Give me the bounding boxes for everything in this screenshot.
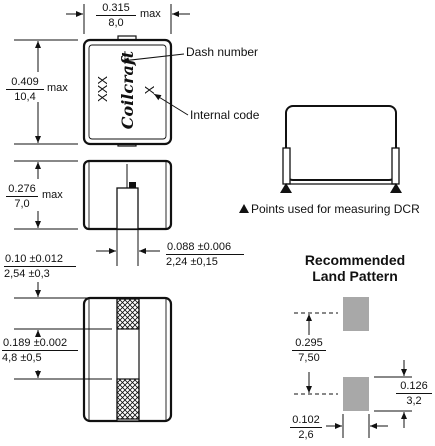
pad-height-mm: 3,2: [406, 395, 422, 407]
side-view: [82, 159, 173, 231]
depth-dim-qualifier: max: [42, 189, 63, 201]
land-pattern-title-line1: Recommended: [304, 252, 406, 268]
terminal-pad-top-hatched: [116, 298, 140, 330]
land-pattern-title-line2: Land Pattern: [312, 268, 398, 284]
terminal-dim-label: 0.10 ±0.012 2,54 ±0,3: [4, 253, 76, 280]
terminal-dim-mm: 2,54 ±0,3: [4, 268, 50, 280]
window-dim-inch: 0.189 ±0.002: [2, 337, 78, 351]
pad-height-label: 0.126 3,2: [396, 380, 432, 407]
land-pad-bottom: [343, 377, 369, 411]
depth-dim-inch: 0.276: [6, 183, 38, 197]
gap-dimension: [96, 229, 160, 266]
height-dim-label: 0.409 10,4: [6, 76, 44, 103]
pad-width-inch: 0.102: [290, 414, 322, 428]
width-dim-mm: 8,0: [108, 17, 124, 29]
dcr-point-left: [280, 183, 292, 193]
pad-width-mm: 2,6: [298, 429, 314, 441]
dash-number-callout: Dash number: [186, 45, 259, 59]
land-pattern: [343, 297, 369, 411]
land-span-inch: 0.295: [292, 337, 326, 351]
height-dim-qualifier: max: [47, 82, 68, 94]
height-dim-mm: 10,4: [14, 91, 36, 103]
pad-width-label: 0.102 2,6: [290, 414, 322, 441]
window-dimension: [14, 328, 112, 380]
bottom-view: [82, 296, 173, 423]
width-dim-label: 0.315 8,0: [96, 2, 136, 29]
dcr-legend-triangle: [239, 204, 249, 213]
top-view: [82, 35, 173, 147]
component-body-iso: [285, 105, 397, 181]
component-body-inner: [88, 44, 167, 140]
land-span-mm: 7,50: [298, 352, 320, 364]
internal-code-callout: Internal code: [190, 108, 260, 122]
height-dimension: [14, 39, 78, 145]
terminal-dim-inch: 0.10 ±0.012: [4, 253, 76, 267]
land-span-label: 0.295 7,50: [292, 337, 326, 364]
window-dim-mm: 4,8 ±0,5: [2, 352, 42, 364]
width-dim-inch: 0.315: [96, 2, 136, 16]
iso-view: [239, 105, 402, 213]
land-span-dimension: [294, 312, 338, 395]
marking-code: X: [142, 85, 157, 95]
dcr-note: Points used for measuring DCR: [251, 202, 420, 216]
width-dimension: [66, 4, 190, 34]
component-body-top: [82, 38, 173, 146]
pad-height-inch: 0.126: [396, 380, 432, 394]
gap-dim-mm: 2,24 ±0,15: [166, 256, 218, 268]
terminal-slot: [116, 187, 139, 230]
depth-dim-mm: 7,0: [14, 198, 30, 210]
land-pad-top: [343, 297, 369, 331]
pad-height-dimension: [374, 360, 412, 428]
marking-part-number: XXX: [95, 76, 110, 103]
gap-dim-inch: 0.088 ±0.006: [166, 241, 244, 255]
terminal-pad-bottom-hatched: [116, 378, 140, 420]
window-dim-label: 0.189 ±0.002 4,8 ±0,5: [2, 337, 78, 364]
pad-width-dimension: [326, 414, 388, 438]
depth-dim-label: 0.276 7,0: [6, 183, 38, 210]
gap-dim-label: 0.088 ±0.006 2,24 ±0,15: [166, 241, 244, 268]
terminal-dimension: [14, 282, 112, 299]
marking-brand: Coilcraft: [118, 50, 137, 130]
callout-leaders: [121, 53, 189, 116]
width-dim-qualifier: max: [140, 8, 161, 20]
depth-dimension: [14, 160, 78, 230]
height-dim-inch: 0.409: [6, 76, 44, 90]
dcr-point-right: [390, 183, 402, 193]
